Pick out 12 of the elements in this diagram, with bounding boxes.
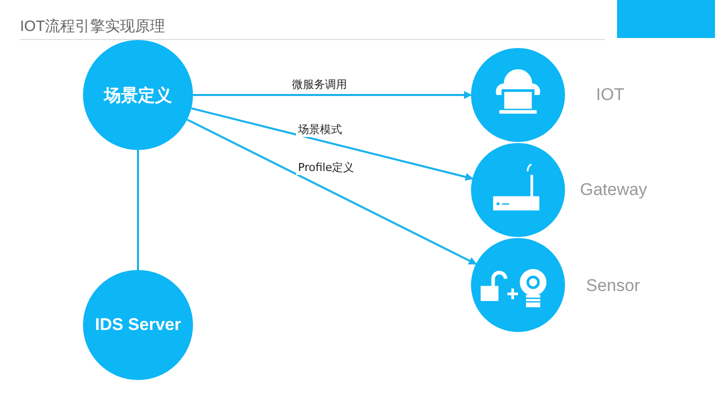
- node-caption: Gateway: [580, 180, 648, 200]
- title: IOT流程引擎实现原理: [20, 17, 165, 36]
- arrow: [191, 107, 474, 181]
- node-caption: Sensor: [586, 276, 640, 296]
- connector-line: [137, 150, 139, 270]
- arrow: [193, 91, 472, 99]
- edge-label: Profile定义: [296, 160, 356, 175]
- edge-label: 场景模式: [296, 122, 344, 137]
- node-caption: IOT: [596, 85, 624, 105]
- edge-label: 微服务调用: [290, 77, 349, 92]
- circle-node: IDS Server: [83, 270, 193, 380]
- circle-node: 场景定义: [83, 40, 193, 150]
